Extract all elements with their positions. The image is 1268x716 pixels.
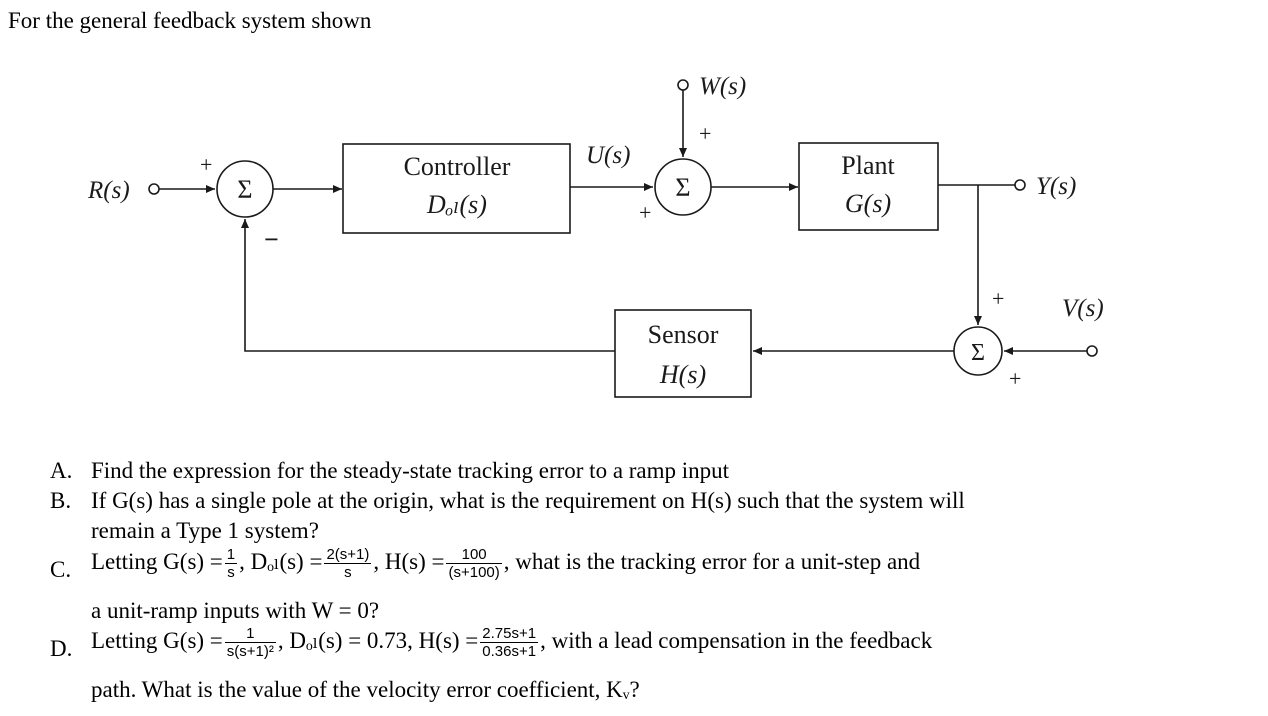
sum-symbol-2: Σ: [675, 173, 690, 202]
control-signal-label: U(s): [586, 142, 630, 169]
question-a-label: A.: [50, 458, 73, 483]
sensor-tf: H(s): [659, 360, 706, 389]
controller-tf: Dₒₗ(s): [426, 190, 487, 219]
plant-tf: G(s): [845, 189, 891, 218]
question-c-d-lead: , Dₒₗ(s) =: [239, 549, 323, 575]
question-d-label: D.: [50, 636, 73, 661]
intro-text: For the general feedback system shown: [8, 8, 372, 33]
output-terminal: [1014, 179, 1026, 191]
question-d-d-lead: , Dₒₗ(s) = 0.73, H(s) =: [277, 628, 479, 654]
sum1-minus-sign: −: [264, 225, 279, 254]
plant-block: [798, 142, 939, 231]
sum-symbol-1: Σ: [237, 175, 252, 204]
question-c-label: C.: [50, 557, 72, 582]
noise-signal-label: V(s): [1062, 295, 1104, 322]
controller-label: Controller: [404, 152, 511, 181]
question-c-d-fraction: 2(s+1)s: [324, 546, 372, 582]
question-c-h-lead: , H(s) =: [373, 549, 445, 575]
question-d-line2: path. What is the value of the velocity …: [91, 677, 640, 702]
feedback-line: [241, 219, 615, 352]
noise-terminal: [1086, 345, 1098, 357]
sum3-plus-bottom-sign: +: [1009, 366, 1021, 391]
output-signal-label: Y(s): [1036, 173, 1076, 200]
question-c-line2: a unit-ramp inputs with W = 0?: [91, 598, 380, 623]
input-terminal: [148, 183, 160, 195]
sum-symbol-3: Σ: [971, 340, 985, 366]
question-c-tail: , what is the tracking error for a unit-…: [503, 549, 921, 575]
question-c-g-lead: Letting G(s) =: [91, 549, 223, 575]
reference-signal-label: R(s): [87, 177, 130, 204]
question-b-label: B.: [50, 488, 72, 513]
sum1-plus-sign: +: [200, 152, 212, 177]
question-b-line1: If G(s) has a single pole at the origin,…: [91, 488, 965, 513]
question-d-tail: , with a lead compensation in the feedba…: [540, 628, 933, 654]
question-c-h-fraction: 100(s+100): [446, 546, 502, 582]
disturbance-signal-label: W(s): [699, 73, 746, 100]
question-b-line2: remain a Type 1 system?: [91, 518, 319, 543]
sum3-plus-top-sign: +: [992, 286, 1004, 311]
sensor-block: [614, 309, 752, 398]
controller-block: [342, 143, 571, 234]
question-a-text: Find the expression for the steady-state…: [91, 458, 730, 483]
plant-label: Plant: [841, 151, 895, 180]
question-d-g-lead: Letting G(s) =: [91, 628, 223, 654]
sensor-label: Sensor: [648, 320, 719, 349]
sum2-plus-top-sign: +: [699, 121, 711, 146]
sum2-plus-bottom-sign: +: [639, 200, 651, 225]
disturbance-terminal: [677, 79, 689, 91]
